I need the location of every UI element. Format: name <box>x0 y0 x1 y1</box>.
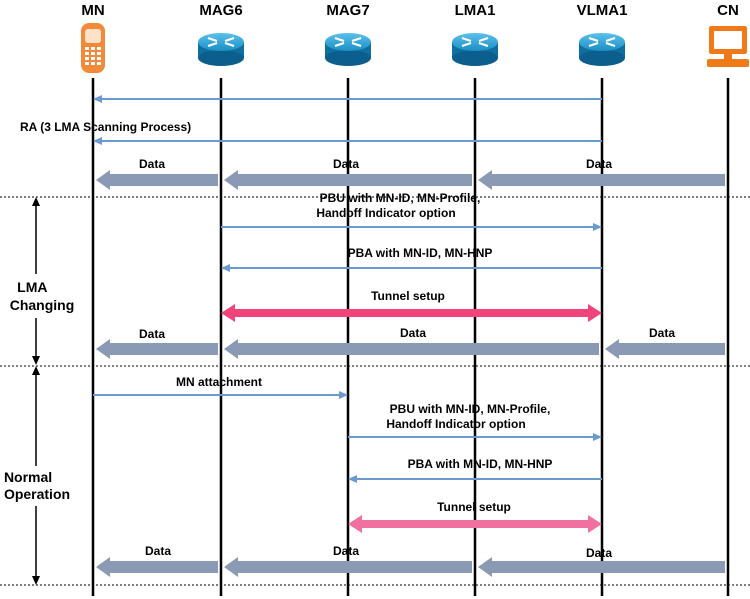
phase-label-line: LMA <box>17 279 47 295</box>
message-tunnel-setup: Tunnel setup <box>221 289 602 322</box>
message-ra-3-lma-scanning-process: RA (3 LMA Scanning Process) <box>20 120 602 145</box>
data-arrow <box>478 170 725 190</box>
data-arrow <box>605 339 725 359</box>
entity-label-mag6: MAG6 <box>199 2 242 19</box>
message-label-data: Data <box>586 546 612 560</box>
router-icon <box>452 33 498 66</box>
router-icon <box>579 33 625 66</box>
data-arrow <box>96 339 218 359</box>
message-pba-with-mn-id-mn-hnp: PBA with MN-ID, MN-HNP <box>348 457 602 483</box>
data-arrow <box>96 170 218 190</box>
phase-bracket-lma-changing: LMA Changing <box>4 197 74 365</box>
router-icon <box>325 33 371 66</box>
message-label: PBA with MN-ID, MN-HNP <box>348 246 493 260</box>
message-label-data: Data <box>333 157 359 171</box>
signal-arrow-head <box>593 433 602 441</box>
signal-arrow-head <box>93 137 102 145</box>
phase-label-lma-changing: LMA Changing <box>10 279 75 313</box>
message-pba-with-mn-id-mn-hnp: PBA with MN-ID, MN-HNP <box>221 246 602 272</box>
message-data: Data Data Data <box>96 544 725 577</box>
computer-icon <box>707 26 749 67</box>
signal-arrow-head <box>348 475 357 483</box>
mobile-phone-icon <box>81 23 105 73</box>
signal-arrow-head <box>339 391 348 399</box>
entity-headers: MN MAG6 MAG7 LMA1 VLMA1 CN <box>81 2 749 73</box>
phase-label-line: Changing <box>10 297 75 313</box>
data-arrow <box>224 557 472 577</box>
message-tunnel-setup: Tunnel setup <box>348 500 602 533</box>
tunnel-arrow <box>348 515 602 533</box>
entity-label-lma1: LMA1 <box>455 2 496 19</box>
message-label: PBU with MN-ID, MN-Profile,Handoff Indic… <box>316 191 480 220</box>
message-label: RA (3 LMA Scanning Process) <box>20 120 191 134</box>
entity-label-vlma1: VLMA1 <box>577 2 628 19</box>
data-arrow <box>96 557 218 577</box>
message-label-data: Data <box>139 327 165 341</box>
message-label-data: Data <box>145 544 171 558</box>
router-icon <box>198 33 244 66</box>
message-label: MN attachment <box>176 375 262 389</box>
signal-arrow-head <box>593 223 602 231</box>
message-data: Data Data Data <box>96 157 725 190</box>
phase-bracket-normal-operation: Normal Operation <box>2 366 74 585</box>
message-signal <box>93 95 602 103</box>
data-arrow <box>224 339 599 359</box>
signal-arrow-head <box>221 264 230 272</box>
message-label: Tunnel setup <box>371 289 445 303</box>
message-label: PBU with MN-ID, MN-Profile,Handoff Indic… <box>386 402 550 431</box>
phase-label-normal-operation: Normal Operation <box>4 469 70 502</box>
message-data: Data Data Data <box>96 326 725 359</box>
data-arrow <box>224 170 472 190</box>
message-pbu-with-mn-id-mn-profile: PBU with MN-ID, MN-Profile,Handoff Indic… <box>348 402 602 441</box>
message-label-data: Data <box>139 157 165 171</box>
message-label: PBA with MN-ID, MN-HNP <box>408 457 553 471</box>
message-pbu-with-mn-id-mn-profile: PBU with MN-ID, MN-Profile,Handoff Indic… <box>221 191 602 231</box>
phase-label-line: Normal <box>4 469 52 485</box>
data-arrow <box>478 557 725 577</box>
message-label-data: Data <box>400 326 426 340</box>
message-mn-attachment: MN attachment <box>93 375 348 399</box>
lifelines <box>91 78 730 596</box>
message-label-data: Data <box>333 544 359 558</box>
message-label-data: Data <box>586 157 612 171</box>
phase-label-line: Operation <box>4 486 70 502</box>
entity-label-mn: MN <box>81 2 104 19</box>
entity-label-mag7: MAG7 <box>326 2 369 19</box>
signal-arrow-head <box>93 95 102 103</box>
message-label-data: Data <box>649 326 675 340</box>
entity-label-cn: CN <box>717 2 739 19</box>
message-label: Tunnel setup <box>437 500 511 514</box>
tunnel-arrow <box>221 304 602 322</box>
